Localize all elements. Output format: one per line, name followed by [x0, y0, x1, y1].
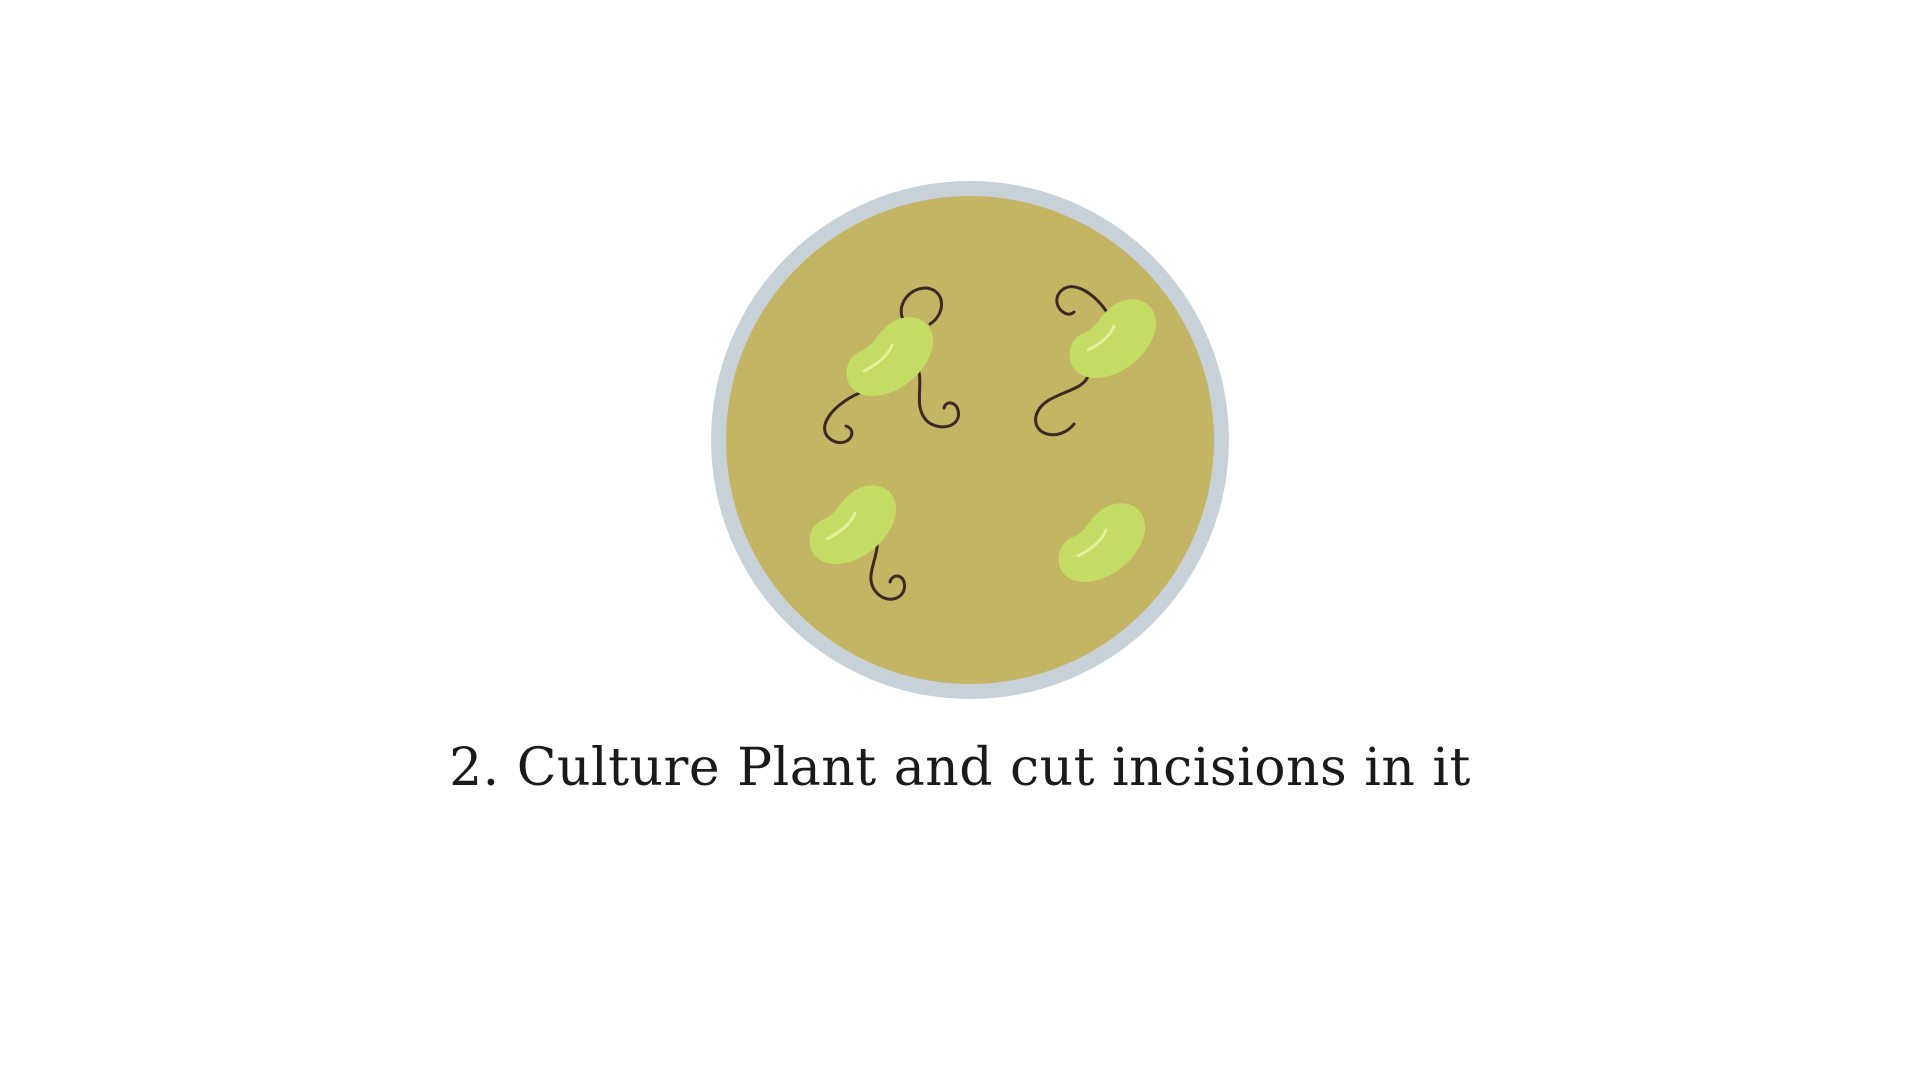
bean-sprout-1	[823, 286, 960, 445]
step-caption: 2. Culture Plant and cut incisions in it	[449, 738, 1471, 798]
petri-dish-illustration	[710, 180, 1230, 700]
bean-sprout-2	[1034, 285, 1157, 437]
culture-medium	[726, 196, 1214, 684]
bean-sprout-4	[1058, 503, 1146, 582]
bean-sprout-3	[809, 485, 906, 601]
